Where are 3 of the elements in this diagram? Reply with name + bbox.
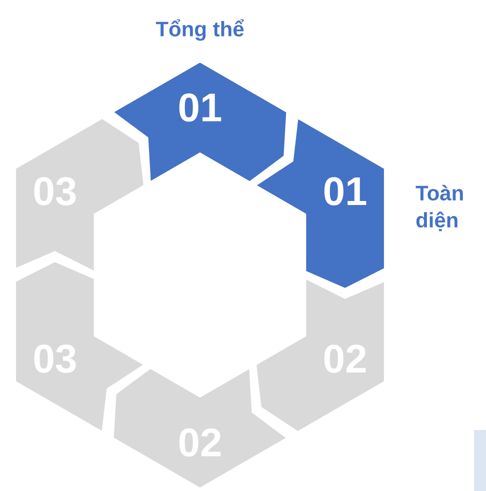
arrow-segment: 01 <box>255 118 385 289</box>
segment-caption: Tổng thể <box>156 19 244 41</box>
segment-caption: Toàn diện <box>416 184 463 232</box>
